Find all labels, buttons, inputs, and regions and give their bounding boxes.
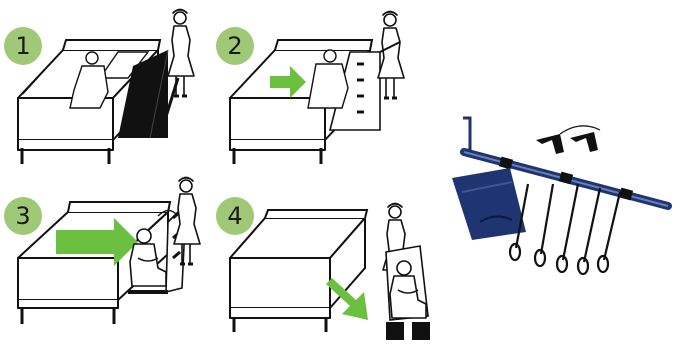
step-3-illustration [18, 178, 200, 325]
transfer-lift-kit [452, 118, 668, 274]
step-1-number: 1 [3, 26, 43, 66]
step-4-number: 4 [215, 196, 255, 236]
step-3-number: 3 [3, 196, 43, 236]
step-4-illustration [230, 204, 430, 341]
blue-sheet-icon [452, 168, 526, 240]
step-1-badge: 1 [3, 26, 43, 66]
loop-strap-icon [510, 184, 620, 274]
hook-handle-icon [536, 126, 600, 154]
step-1-illustration [18, 10, 194, 165]
step-3-badge: 3 [3, 196, 43, 236]
step-2-badge: 2 [215, 26, 255, 66]
step-2-number: 2 [215, 26, 255, 66]
step-2-illustration [230, 12, 404, 165]
step-4-badge: 4 [215, 196, 255, 236]
